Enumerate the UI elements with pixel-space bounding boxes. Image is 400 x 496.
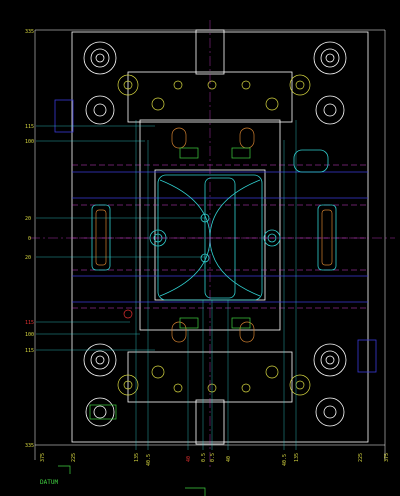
dim-label-bottom: 375 [40, 453, 46, 462]
bottom-dim-labels: 375 225 135 40.5 40 0.5 0.5 40 40.5 135 … [40, 453, 390, 466]
dim-label-bottom: 0.5 [201, 453, 207, 462]
cooling-lines [72, 164, 368, 309]
dim-label-left: 0 [28, 236, 31, 242]
dim-label-left: 20 [25, 255, 31, 261]
dim-label-left: 115 [25, 348, 34, 354]
dim-label-bottom: 135 [134, 453, 140, 462]
dim-label-left: 115 [25, 124, 34, 130]
center-lines [30, 20, 395, 470]
left-leaders [36, 125, 205, 351]
dim-label-bottom: 40.5 [146, 454, 152, 466]
dim-label-bottom: 225 [71, 453, 77, 462]
dim-label-bottom: 225 [358, 453, 364, 462]
dim-label-left: 335 [25, 29, 34, 35]
bottom-leaders [135, 120, 297, 450]
dim-label-bottom: 40 [226, 456, 232, 462]
dim-label-left: 20 [25, 216, 31, 222]
left-dim-labels: 335 115 100 20 0 20 115 100 115 335 [25, 29, 34, 449]
dim-label-bottom: 135 [294, 453, 300, 462]
mold-base-outline [71, 29, 369, 445]
datum-label: DATUM [40, 479, 58, 486]
inner-bolts [117, 74, 311, 396]
dim-label-bottom: 40.5 [282, 454, 288, 466]
dim-label-bottom: 375 [384, 453, 390, 462]
corner-bolts [83, 41, 347, 427]
dim-label-left: 100 [25, 332, 34, 338]
green-components [58, 147, 251, 496]
dim-label-left: 100 [25, 139, 34, 145]
blue-features [54, 99, 377, 373]
dim-label-bottom: 0.5 [210, 453, 216, 462]
dim-label-bottom: 40 [186, 456, 192, 462]
cavity-outline [91, 149, 337, 301]
dim-label-left: 335 [25, 443, 34, 449]
dim-label-left: 115 [25, 320, 34, 326]
slider-parts [95, 127, 333, 343]
